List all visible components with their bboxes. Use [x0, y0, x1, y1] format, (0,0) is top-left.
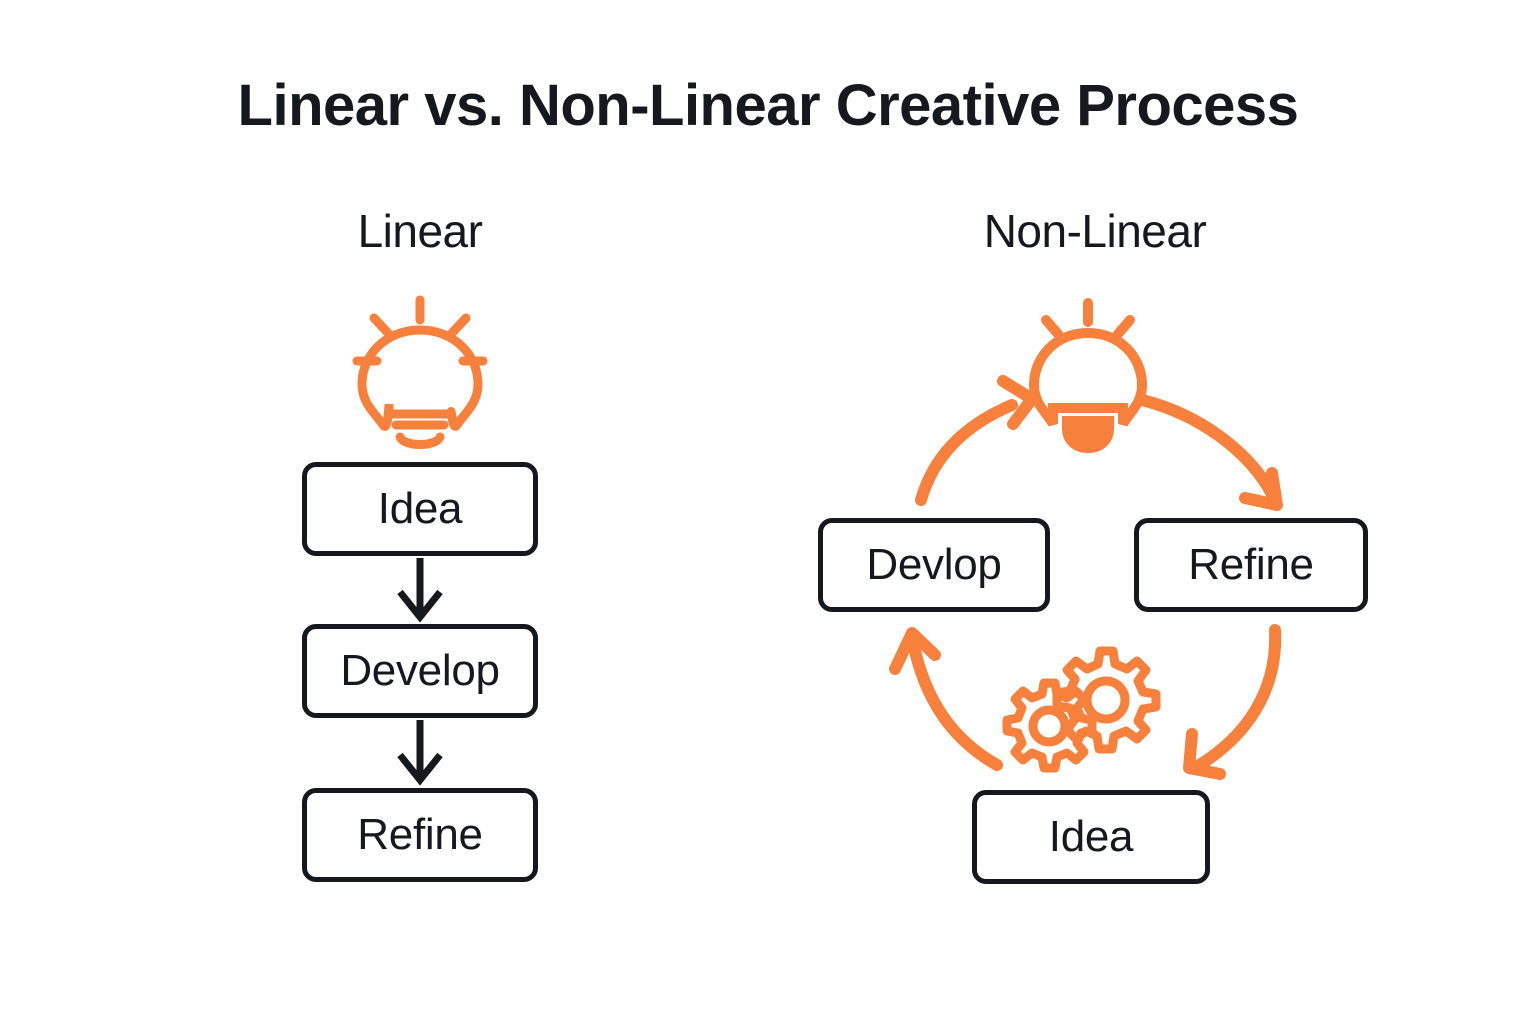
arrow-idea-to-develop — [397, 558, 443, 623]
flow-box-linear-refine[interactable]: Refine — [302, 788, 538, 882]
arrow-bulb-to-refine — [1136, 394, 1283, 511]
flow-box-linear-idea[interactable]: Idea — [302, 462, 538, 556]
arrow-refine-to-idea — [1183, 624, 1282, 780]
flow-box-cycle-refine[interactable]: Refine — [1134, 518, 1368, 612]
arrow-develop-to-refine — [397, 720, 443, 786]
flow-box-linear-develop[interactable]: Develop — [302, 624, 538, 718]
column-heading-non-linear: Non-Linear — [983, 205, 1207, 257]
column-heading-linear: Linear — [357, 205, 483, 257]
gears-icon — [1002, 646, 1161, 773]
flow-box-cycle-idea[interactable]: Idea — [972, 790, 1210, 884]
page-title: Linear vs. Non-Linear Creative Process — [237, 73, 1299, 138]
lightbulb-icon — [352, 295, 488, 449]
flow-box-cycle-devlop[interactable]: Devlop — [818, 518, 1050, 612]
arrow-devlop-to-idea-bulb — [915, 375, 1038, 506]
arrow-idea-to-devlop — [889, 627, 1003, 771]
lightbulb-icon-cycle — [1028, 298, 1148, 454]
